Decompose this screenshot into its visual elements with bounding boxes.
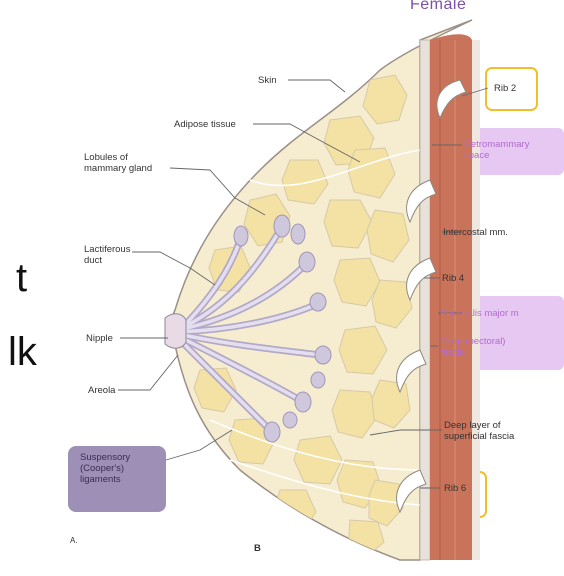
side-text-fragment-2: lk: [8, 330, 37, 374]
label-adipose-tissue: Adipose tissue: [174, 119, 236, 130]
rib-6: [396, 469, 427, 514]
fat-lobule: [323, 199, 373, 249]
label-rib-4: Rib 4: [442, 273, 465, 284]
suspensory-ligaments: [209, 149, 421, 506]
chest-wall: [472, 40, 480, 560]
fat-lobule: [371, 279, 413, 329]
label-lobules: Lobules of mammary gland: [84, 152, 153, 174]
label-retromammary-space: Retromammary space: [464, 139, 530, 161]
ribs-group: [396, 79, 467, 514]
fat-lobules-group: [174, 74, 413, 557]
fat-lobule: [193, 367, 237, 413]
fat-lobule: [331, 389, 379, 439]
label-suspensory-ligaments: Suspensory (Cooper's) ligaments: [80, 452, 131, 485]
label-rib-6: Rib 6: [444, 483, 467, 494]
leader-lines: [118, 79, 489, 489]
rib-2: [436, 79, 467, 120]
slide-title: Female: [410, 0, 467, 13]
side-text-fragment-1: t: [16, 256, 28, 300]
rib-4: [406, 257, 437, 302]
pectoralis-muscle: [430, 34, 472, 560]
panel-letter: B: [254, 543, 261, 554]
label-rib-2: Rib 2: [494, 83, 517, 94]
rib-3: [406, 179, 437, 224]
label-nipple: Nipple: [86, 333, 113, 344]
label-deep-fascia: Deep (pectoral) fascia: [440, 336, 506, 358]
fat-lobule: [228, 417, 276, 465]
fat-lobule: [366, 209, 410, 263]
label-lactiferous-duct: Lactiferous duct: [84, 244, 131, 266]
corner-mark: A.: [70, 536, 78, 545]
lobule-ends: [233, 214, 332, 443]
fat-lobule: [362, 74, 408, 125]
label-skin: Skin: [258, 75, 277, 86]
nipple-shape: [164, 313, 187, 349]
fat-lobule: [281, 159, 329, 205]
rib-5: [396, 349, 427, 394]
suspensory-highlight: [68, 446, 166, 512]
label-deep-layer: Deep layer of superficial fascia: [444, 420, 515, 442]
fat-lobule: [333, 257, 381, 307]
fat-lobule: [293, 435, 343, 485]
label-intercostal: Intercostal mm.: [443, 227, 508, 238]
label-areola: Areola: [88, 385, 116, 396]
label-pectoralis-major: Pectoralis major m: [440, 308, 519, 319]
fat-lobule: [338, 325, 388, 375]
fat-lobule: [368, 479, 404, 527]
